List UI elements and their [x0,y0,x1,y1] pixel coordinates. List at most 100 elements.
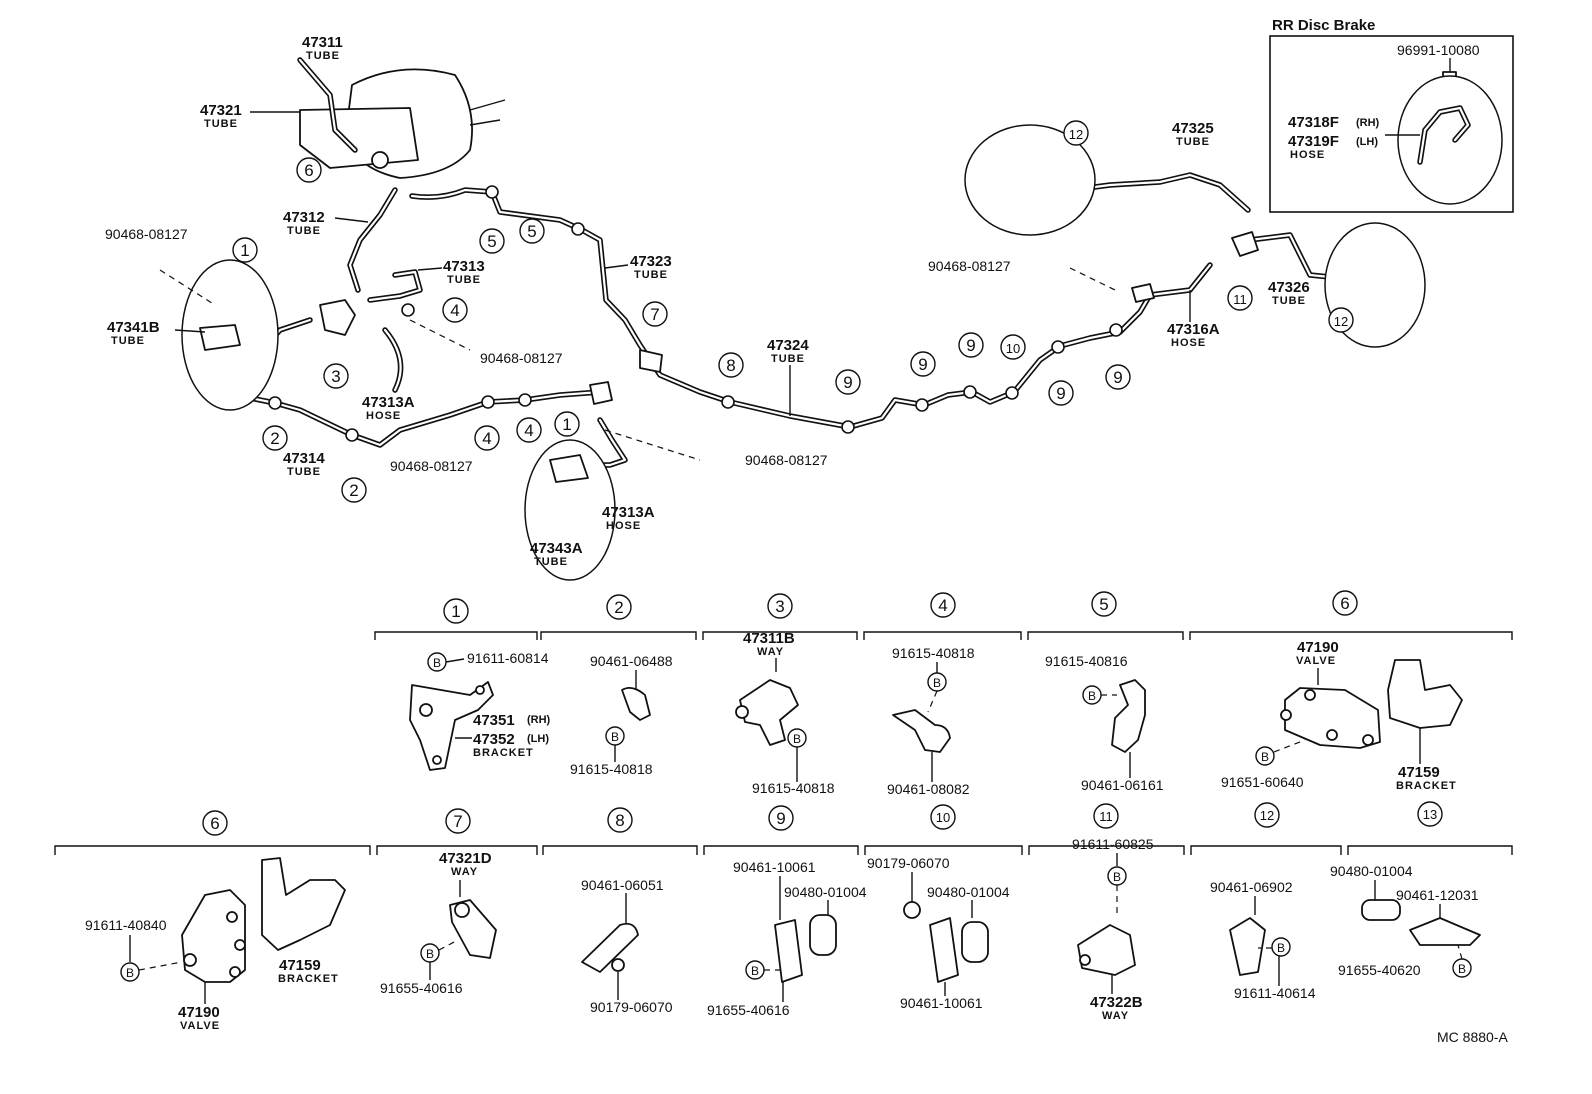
svg-text:91611-40614: 91611-40614 [1234,985,1316,1001]
svg-text:6: 6 [210,814,219,833]
label-47313A-lower-type: HOSE [606,520,641,532]
label-clip-1: 90468-08127 [105,226,188,242]
callout-9a: 9 [835,369,861,395]
label-47316A: 47316A [1167,321,1220,338]
b-bolt-mark: B [787,728,807,748]
upper-labels: 47311 TUBE 47321 TUBE 47312 TUBE 47313 T… [105,34,1310,568]
svg-text:B: B [1088,689,1096,703]
label-47341B: 47341B [107,319,160,336]
label-clip-4: 90468-08127 [745,452,828,468]
svg-text:9: 9 [1056,384,1065,403]
group-1: B 91611-60814 47351(RH) 47352(LH) BRACKE… [409,650,551,771]
svg-text:91615-40816: 91615-40816 [1045,653,1128,669]
svg-text:91611-40840: 91611-40840 [85,917,167,933]
svg-text:B: B [126,966,134,980]
svg-text:(LH): (LH) [1356,136,1378,148]
callout-5b: 5 [519,218,545,244]
svg-text:10: 10 [1006,341,1020,356]
label-47325-type: TUBE [1176,136,1210,148]
callout-4-header: 4 [930,592,956,618]
callout-8a: 8 [718,352,744,378]
svg-text:BRACKET: BRACKET [1396,780,1457,792]
svg-text:11: 11 [1233,292,1247,307]
callout-12a: 12 [1063,120,1089,146]
svg-text:91655-40616: 91655-40616 [380,980,463,996]
svg-text:91651-60640: 91651-60640 [1221,774,1304,790]
svg-text:B: B [426,947,434,961]
svg-text:BRACKET: BRACKET [278,973,339,985]
svg-text:91615-40818: 91615-40818 [570,761,653,777]
callout-9c: 9 [958,332,984,358]
group-4: 91615-40818 B 90461-08082 [887,645,975,797]
callout-3-header: 3 [767,593,793,619]
svg-text:47190: 47190 [178,1004,220,1021]
callout-2a: 2 [262,425,288,451]
callout-9-header: 9 [768,805,794,831]
svg-text:47322B: 47322B [1090,994,1143,1011]
upper-callouts: 1 6 5 5 4 3 7 2 2 4 4 1 8 9 9 9 10 9 9 1… [232,120,1354,503]
label-clip-3: 90468-08127 [390,458,473,474]
svg-text:VALVE: VALVE [1296,655,1336,667]
svg-text:2: 2 [270,429,279,448]
svg-text:1: 1 [240,241,249,260]
svg-text:6: 6 [1340,594,1349,613]
label-47324-type: TUBE [771,353,805,365]
group-8: 90461-06051 90179-06070 [581,877,673,1015]
svg-text:47351: 47351 [473,712,515,729]
callout-13-header: 13 [1417,801,1443,827]
label-47321: 47321 [200,102,242,119]
svg-text:5: 5 [527,222,536,241]
svg-text:BRACKET: BRACKET [473,747,534,759]
b-bolt-mark: B [120,962,140,982]
callout-4c: 4 [516,417,542,443]
group-5: 91615-40816 B 90461-06161 [1045,653,1164,793]
callout-6-header-2: 6 [202,810,228,836]
b-bolt-mark: B [1271,937,1291,957]
svg-text:47190: 47190 [1297,639,1339,656]
label-47324: 47324 [767,337,809,354]
callout-2-header: 2 [606,594,632,620]
label-47323: 47323 [630,253,672,270]
label-clip-5: 90468-08127 [928,258,1011,274]
svg-text:8: 8 [615,811,624,830]
callout-5-header: 5 [1091,591,1117,617]
label-47311-type: TUBE [306,50,340,62]
group-3: 47311B WAY B 91615-40818 [735,630,835,796]
group-10: 90179-06070 90480-01004 90461-10061 [867,855,1010,1011]
b-bolt-mark: B [605,726,625,746]
label-47316A-type: HOSE [1171,337,1206,349]
svg-text:47159: 47159 [1398,764,1440,781]
brake-booster [299,68,506,179]
svg-text:4: 4 [450,301,459,320]
group-6b: 91611-40840 B 47190 VALVE 47159 BRACKET [85,857,346,1032]
group-6a: 47190 VALVE B 91651-60640 47159 BRACKET [1221,639,1463,792]
svg-text:9: 9 [918,355,927,374]
callout-11a: 11 [1227,285,1253,311]
svg-text:WAY: WAY [1102,1010,1129,1022]
svg-text:4: 4 [524,421,533,440]
label-47341B-type: TUBE [111,335,145,347]
svg-text:3: 3 [775,597,784,616]
svg-text:11: 11 [1099,809,1113,824]
b-bolt-mark: B [1452,958,1472,978]
svg-text:7: 7 [453,812,462,831]
svg-text:90461-12031: 90461-12031 [1396,887,1479,903]
svg-text:9: 9 [776,809,785,828]
callout-8-header: 8 [607,807,633,833]
svg-text:90461-06161: 90461-06161 [1081,777,1164,793]
group-7: 47321D WAY B 91655-40616 [380,850,497,996]
svg-text:91611-60825: 91611-60825 [1072,836,1154,852]
tube-clip-nodes [268,183,1345,442]
callout-9e: 9 [1105,364,1131,390]
svg-text:91615-40818: 91615-40818 [892,645,975,661]
label-47326-type: TUBE [1272,295,1306,307]
group-11: 91611-60825 B 47322B WAY [1072,836,1154,1022]
fittings [199,231,1259,483]
callout-11-header: 11 [1093,803,1119,829]
svg-text:4: 4 [482,429,491,448]
callout-6a: 6 [296,157,322,183]
callout-9d: 9 [1048,380,1074,406]
dashed-leaders [159,267,1116,461]
group-13: 90480-01004 90461-12031 B 91655-40620 [1330,863,1481,978]
